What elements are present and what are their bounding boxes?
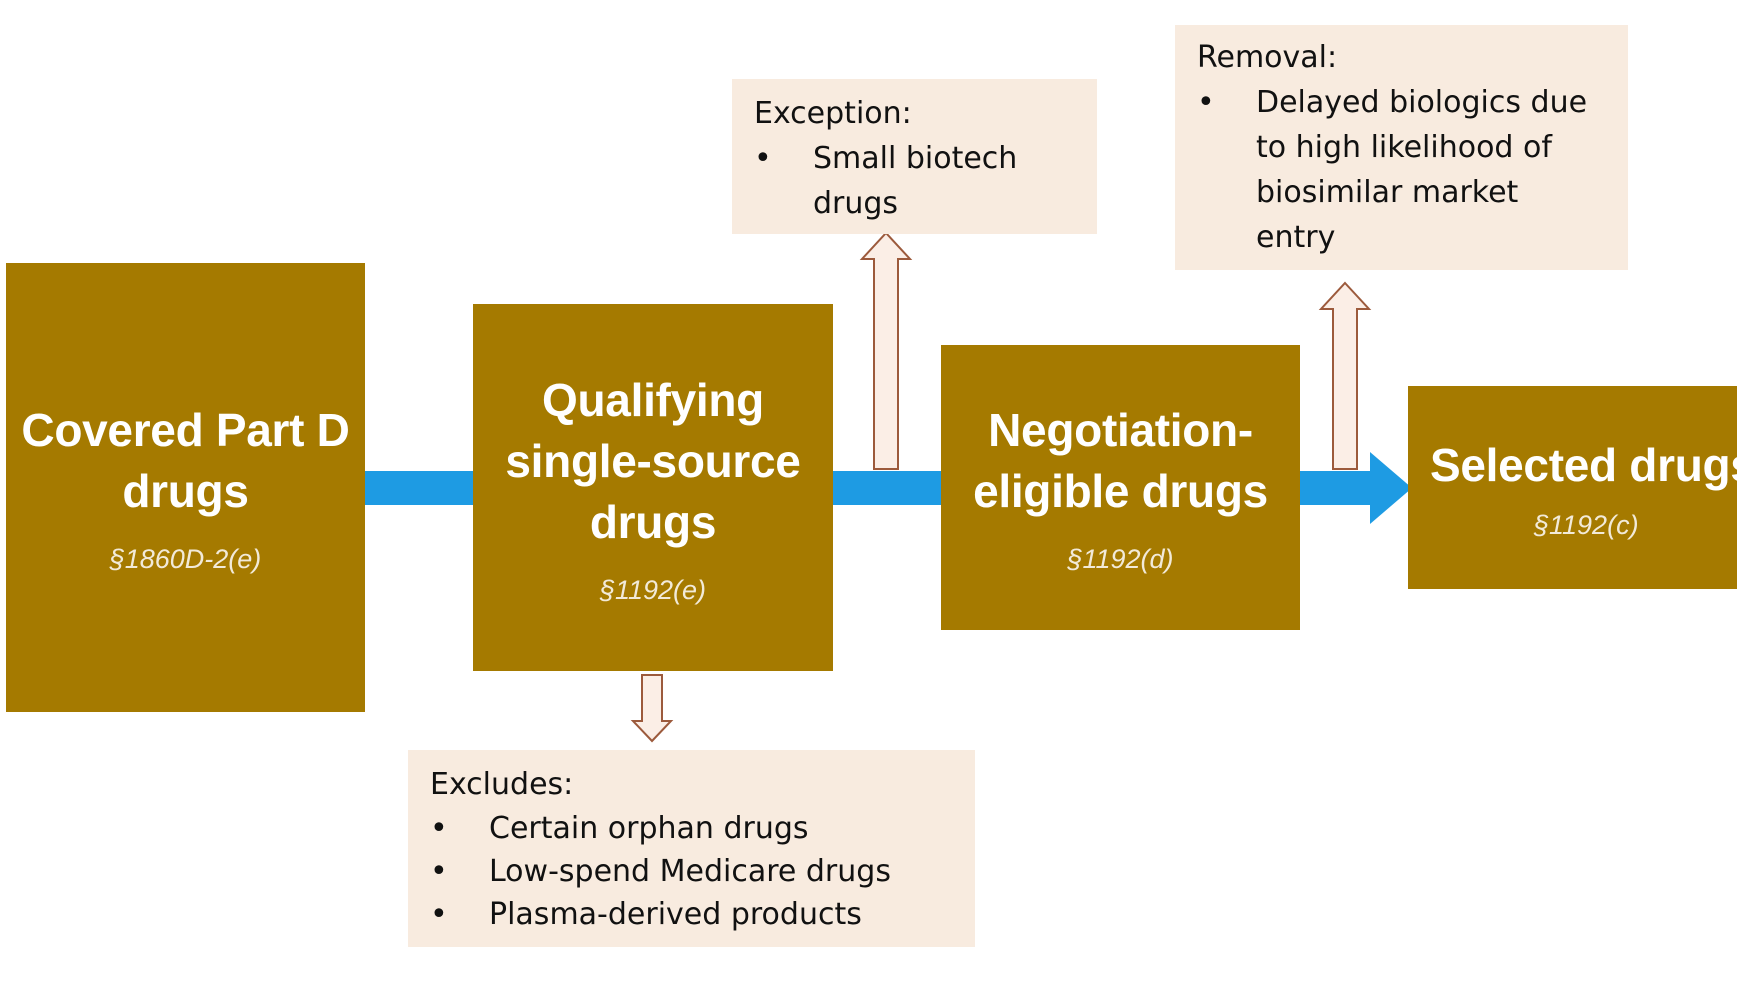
connector-covered-to-qualifying bbox=[360, 471, 475, 505]
stage-covered-part-d-drugs: Covered Part D drugs §1860D-2(e) bbox=[6, 263, 365, 712]
list-item: • Delayed biologics due to high likeliho… bbox=[1197, 80, 1606, 260]
stage-statute-ref: §1192(e) bbox=[599, 574, 707, 605]
excludes-arrow bbox=[630, 674, 674, 743]
removal-heading: Removal: bbox=[1197, 40, 1338, 75]
stage-statute-ref: §1860D-2(e) bbox=[109, 544, 262, 574]
stage-title: Selected drugs bbox=[1430, 438, 1737, 491]
stage-qualifying-single-source-drugs: Qualifying single-source drugs §1192(e) bbox=[473, 304, 833, 671]
list-item: • Certain orphan drugs bbox=[430, 807, 953, 850]
list-item: • Small biotech drugs bbox=[754, 136, 1075, 226]
connector-arrowhead bbox=[1370, 452, 1412, 524]
excludes-heading: Excludes: bbox=[430, 767, 574, 802]
connector-eligible-to-selected bbox=[1298, 471, 1380, 505]
stage-selected-drugs: Selected drugs §1192(c) bbox=[1408, 386, 1737, 589]
bullet-icon: • bbox=[430, 854, 448, 889]
stage-title: Negotiation- eligible drugs bbox=[973, 404, 1268, 517]
list-item: • Low-spend Medicare drugs bbox=[430, 850, 953, 893]
removal-item-text: Delayed biologics due to high likelihood… bbox=[1256, 85, 1588, 255]
bullet-icon: • bbox=[430, 897, 448, 932]
bullet-icon: • bbox=[430, 811, 448, 846]
excludes-item-text: Low-spend Medicare drugs bbox=[489, 854, 891, 889]
excludes-note: Excludes: • Certain orphan drugs • Low-s… bbox=[408, 750, 975, 947]
removal-note: Removal: • Delayed biologics due to high… bbox=[1175, 25, 1628, 270]
exception-heading: Exception: bbox=[754, 96, 912, 131]
connector-qualifying-to-eligible bbox=[830, 471, 945, 505]
stage-statute-ref: §1192(d) bbox=[1067, 544, 1174, 574]
excludes-item-text: Certain orphan drugs bbox=[489, 811, 809, 846]
stage-statute-ref: §1192(c) bbox=[1534, 509, 1639, 540]
exception-item-text: Small biotech drugs bbox=[813, 141, 1018, 221]
excludes-item-text: Plasma-derived products bbox=[489, 897, 862, 932]
stage-negotiation-eligible-drugs: Negotiation- eligible drugs §1192(d) bbox=[941, 345, 1300, 630]
stage-title: Covered Part D drugs bbox=[21, 404, 350, 517]
list-item: • Plasma-derived products bbox=[430, 893, 953, 936]
stage-title: Qualifying single-source drugs bbox=[505, 373, 801, 548]
bullet-icon: • bbox=[1197, 85, 1215, 120]
bullet-icon: • bbox=[754, 141, 772, 176]
removal-arrow bbox=[1318, 281, 1372, 470]
exception-note: Exception: • Small biotech drugs bbox=[732, 79, 1097, 234]
exception-arrow bbox=[859, 231, 913, 470]
